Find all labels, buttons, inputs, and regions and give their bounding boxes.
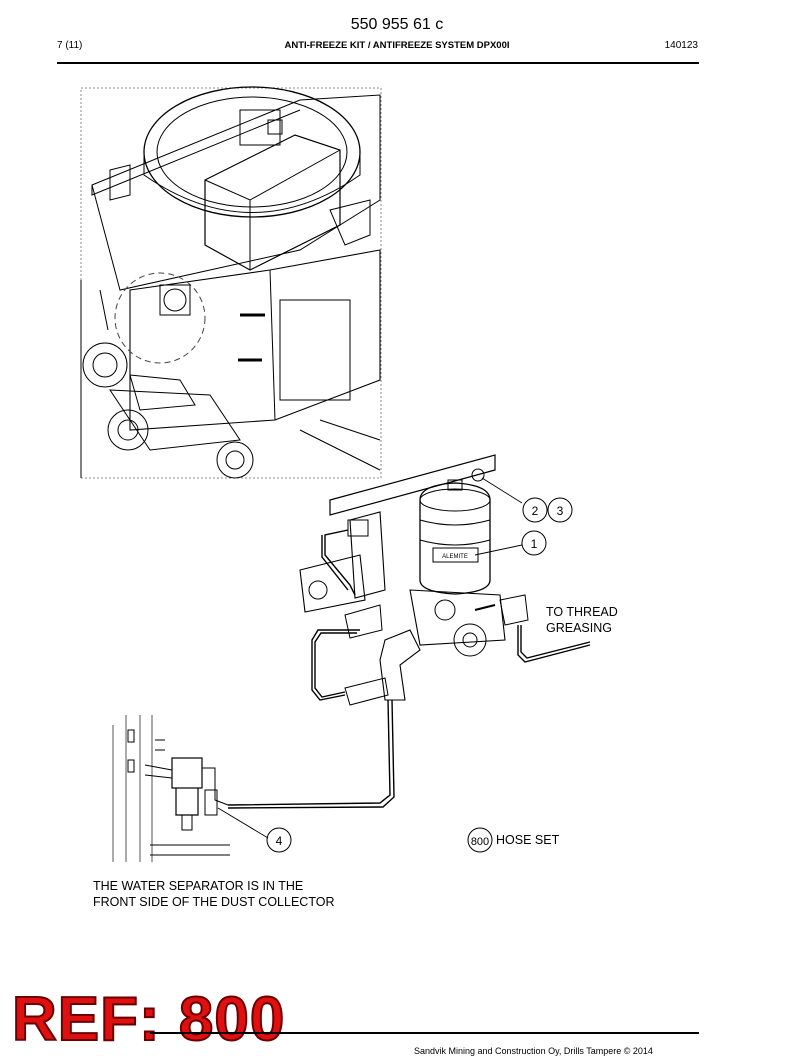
elbow-fittings [344, 629, 421, 706]
callout-800-circle [467, 827, 493, 853]
document-number: 550 955 61 c [350, 16, 444, 33]
thread-greasing-line-2: GREASING [546, 621, 612, 635]
page-number: 7 (11) [57, 40, 83, 51]
water-separator-drawing [112, 715, 230, 862]
header-divider [57, 62, 699, 64]
hose-lines [227, 529, 591, 809]
callout-3-circle [547, 497, 573, 523]
water-separator-line-1: THE WATER SEPARATOR IS IN THE [93, 879, 304, 893]
callout-3: 3 [557, 504, 564, 518]
callout-2: 2 [532, 504, 539, 518]
document-title: ANTI-FREEZE KIT / ANTIFREEZE SYSTEM DPX0… [284, 40, 510, 51]
callout-1-circle [521, 530, 547, 556]
lubricator-brand-label: ALEMITE [442, 554, 468, 560]
callout-2-circle [522, 497, 548, 523]
mounting-plate [329, 454, 496, 516]
footer-divider [150, 1032, 699, 1034]
callout-leaders [217, 477, 523, 839]
thread-greasing-line-1: TO THREAD [546, 605, 618, 619]
document-date: 140123 [664, 40, 698, 51]
callout-4-circle [266, 827, 292, 853]
footer-copyright: Sandvik Mining and Construction Oy, Dril… [414, 1046, 653, 1056]
callout-1: 1 [531, 537, 538, 551]
reference-badge: REF: 800 [11, 984, 286, 1055]
hose-set-label: HOSE SET [496, 833, 560, 847]
valve-manifold [409, 589, 529, 657]
lubricator-bowl [419, 479, 491, 595]
callout-800: 800 [471, 836, 489, 848]
thread-greasing-note: TO THREAD GREASING [546, 604, 618, 636]
callout-4: 4 [276, 834, 283, 848]
callout-circles [266, 497, 573, 853]
water-separator-note: THE WATER SEPARATOR IS IN THE FRONT SIDE… [93, 878, 334, 910]
dust-collector-assembly-drawing [80, 86, 382, 479]
water-separator-line-2: FRONT SIDE OF THE DUST COLLECTOR [93, 895, 335, 909]
